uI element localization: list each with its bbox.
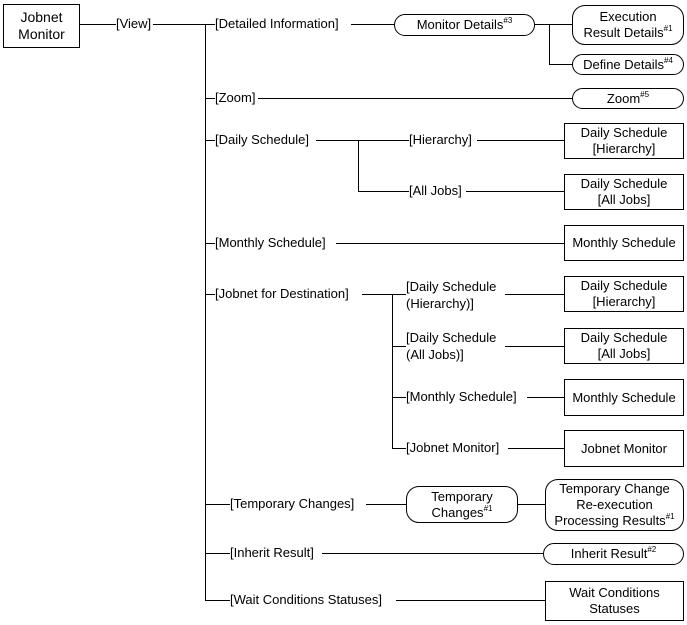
submenu-dest-daily-hierarchy-line-1: [Daily Schedule bbox=[406, 279, 497, 294]
menu-monthly-schedule: [Monthly Schedule] bbox=[215, 235, 326, 251]
submenu-dest-daily-hierarchy: [Daily Schedule (Hierarchy)] bbox=[406, 278, 497, 312]
window-define-details: Define Details#4 bbox=[572, 54, 684, 75]
monitor-details-text: Monitor Details#3 bbox=[416, 16, 513, 33]
menu-inherit-result: [Inherit Result] bbox=[230, 545, 314, 561]
dest-daily-all-jobs-line-2: [All Jobs] bbox=[597, 346, 651, 361]
daily-hierarchy-line-1: Daily Schedule bbox=[580, 125, 668, 140]
window-dest-monthly-schedule: Monthly Schedule bbox=[564, 379, 684, 416]
zoom-text: Zoom#5 bbox=[606, 89, 650, 106]
root-line-2: Monitor bbox=[18, 26, 65, 42]
wait-conditions-line-1: Wait Conditions bbox=[569, 585, 660, 600]
dest-jobnet-monitor-text: Jobnet Monitor bbox=[581, 440, 667, 456]
menu-jobnet-for-destination: [Jobnet for Destination] bbox=[215, 286, 349, 302]
jobnet-monitor-root: Jobnet Monitor bbox=[3, 4, 80, 48]
temp-change-results-note: #1 bbox=[665, 512, 675, 521]
window-daily-schedule-all-jobs: Daily Schedule [All Jobs] bbox=[564, 174, 684, 210]
temp-change-results-line-3: Processing Results#1 bbox=[554, 512, 675, 529]
zoom-note: #5 bbox=[640, 89, 650, 99]
define-details-note: #4 bbox=[664, 55, 673, 65]
window-execution-result-details: Execution Result Details#1 bbox=[572, 5, 684, 45]
submenu-dest-daily-all-jobs: [Daily Schedule (All Jobs)] bbox=[406, 329, 497, 363]
window-dest-daily-schedule-all-jobs: Daily Schedule [All Jobs] bbox=[564, 328, 684, 364]
inherit-result-note: #2 bbox=[647, 545, 657, 554]
temporary-changes-line-1: Temporary bbox=[431, 488, 493, 504]
menu-zoom: [Zoom] bbox=[215, 90, 256, 106]
submenu-dest-daily-all-jobs-line-2: (All Jobs)] bbox=[406, 347, 464, 362]
window-daily-schedule-hierarchy: Daily Schedule [Hierarchy] bbox=[564, 123, 684, 159]
dest-daily-all-jobs-line-1: Daily Schedule bbox=[580, 330, 668, 345]
submenu-dest-daily-hierarchy-line-2: (Hierarchy)] bbox=[406, 296, 474, 311]
execution-result-details-line-2: Result Details#1 bbox=[583, 24, 673, 41]
inherit-result-text: Inherit Result#2 bbox=[570, 545, 657, 562]
wait-conditions-line-2: Statuses bbox=[589, 601, 640, 616]
window-dest-daily-schedule-hierarchy: Daily Schedule [Hierarchy] bbox=[564, 276, 684, 312]
daily-all-jobs-line-1: Daily Schedule bbox=[580, 176, 668, 191]
menu-temporary-changes: [Temporary Changes] bbox=[230, 496, 355, 512]
menu-detailed-information: [Detailed Information] bbox=[215, 16, 339, 32]
submenu-dest-daily-all-jobs-line-1: [Daily Schedule bbox=[406, 330, 497, 345]
submenu-all-jobs: [All Jobs] bbox=[409, 183, 462, 199]
window-temporary-change-results: Temporary Change Re-execution Processing… bbox=[545, 479, 684, 531]
window-dest-jobnet-monitor: Jobnet Monitor bbox=[564, 430, 684, 467]
define-details-text: Define Details#4 bbox=[583, 55, 673, 72]
dest-daily-hierarchy-line-2: [Hierarchy] bbox=[592, 294, 656, 309]
submenu-hierarchy: [Hierarchy] bbox=[409, 132, 472, 148]
submenu-dest-monthly-schedule: [Monthly Schedule] bbox=[406, 389, 517, 405]
daily-all-jobs-line-2: [All Jobs] bbox=[597, 192, 651, 207]
window-monthly-schedule: Monthly Schedule bbox=[564, 225, 684, 261]
temp-change-results-line-2: Re-execution bbox=[576, 497, 653, 512]
temporary-changes-line-2: Changes#1 bbox=[431, 503, 493, 520]
window-monitor-details: Monitor Details#3 bbox=[394, 14, 535, 36]
execution-result-details-note: #1 bbox=[663, 24, 673, 33]
temp-change-results-line-1: Temporary Change bbox=[559, 481, 670, 496]
window-temporary-changes: Temporary Changes#1 bbox=[406, 486, 518, 523]
dest-daily-hierarchy-line-1: Daily Schedule bbox=[580, 278, 668, 293]
daily-hierarchy-line-2: [Hierarchy] bbox=[592, 141, 656, 156]
view-menu: [View] bbox=[116, 16, 152, 32]
menu-wait-conditions-statuses: [Wait Conditions Statuses] bbox=[230, 592, 382, 608]
dest-monthly-schedule-text: Monthly Schedule bbox=[572, 389, 676, 405]
window-inherit-result: Inherit Result#2 bbox=[543, 543, 684, 565]
monitor-details-note: #3 bbox=[503, 16, 513, 25]
submenu-dest-jobnet-monitor: [Jobnet Monitor] bbox=[406, 440, 500, 456]
window-wait-conditions-statuses: Wait Conditions Statuses bbox=[545, 581, 684, 621]
monthly-schedule-text: Monthly Schedule bbox=[572, 235, 676, 250]
root-line-1: Jobnet bbox=[20, 9, 63, 25]
temporary-changes-note: #1 bbox=[483, 503, 493, 513]
menu-daily-schedule: [Daily Schedule] bbox=[215, 132, 309, 148]
window-zoom: Zoom#5 bbox=[572, 88, 684, 109]
execution-result-details-line-1: Execution bbox=[599, 9, 657, 24]
